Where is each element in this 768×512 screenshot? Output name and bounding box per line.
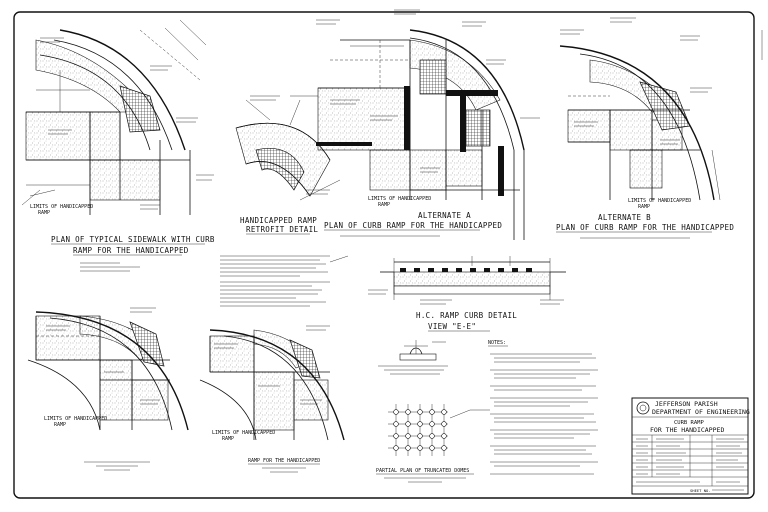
- title-retrofit-line2: RETROFIT DETAIL: [246, 225, 318, 234]
- ramp-word-3: RAMP: [638, 204, 650, 210]
- ramp-word-5: RAMP: [222, 436, 234, 442]
- detail-alternate-b: LIMITS OF HANDICAPPED RAMP ALTERNATE B P…: [556, 17, 734, 239]
- detail-lower-center-ramp: LIMITS OF HANDICAPPED RAMP RAMP FOR THE …: [199, 325, 345, 473]
- title-alt-a-line2: PLAN OF CURB RAMP FOR THE HANDICAPPED: [324, 221, 502, 230]
- title-partial-plan: PARTIAL PLAN OF TRUNCATED DOMES: [376, 468, 469, 474]
- tb-agency-line2: DEPARTMENT OF ENGINEERING: [652, 408, 750, 416]
- parish-seal: [636, 401, 650, 415]
- detail-typical-sidewalk: LIMITS OF HANDICAPPED RAMP PLAN OF TYPIC…: [21, 19, 215, 272]
- title-alt-a-line1: ALTERNATE A: [418, 211, 471, 220]
- sheet-border: [13, 11, 755, 499]
- title-lower-center: RAMP FOR THE HANDICAPPED: [248, 458, 320, 464]
- detail-retrofit: HANDICAPPED RAMP RETROFIT DETAIL: [235, 95, 331, 235]
- title-block: JEFFERSON PARISH DEPARTMENT OF ENGINEERI…: [631, 397, 750, 495]
- detail-truncated-dome-section: [378, 340, 448, 375]
- detail-lower-left-ramp: LIMITS OF HANDICAPPED RAMP: [27, 307, 189, 471]
- title-retrofit-line1: HANDICAPPED RAMP: [240, 216, 317, 225]
- ramp-word-4: RAMP: [54, 422, 66, 428]
- notes-heading: NOTES:: [488, 340, 506, 346]
- title-alt-b-line1: ALTERNATE B: [598, 213, 651, 222]
- title-typical-line1: PLAN OF TYPICAL SIDEWALK WITH CURB: [51, 235, 215, 244]
- title-hc-detail-line1: H.C. RAMP CURB DETAIL: [416, 311, 517, 320]
- limits-label-1: LIMITS OF HANDICAPPED: [30, 204, 93, 210]
- general-notes: NOTES:: [488, 340, 598, 475]
- limits-label-5: LIMITS OF HANDICAPPED: [212, 430, 275, 436]
- limits-label-3: LIMITS OF HANDICAPPED: [628, 198, 691, 204]
- tb-subtitle: CURB RAMP: [674, 420, 704, 426]
- tb-drawing-title: FOR THE HANDICAPPED: [650, 426, 724, 434]
- ramp-word-2: RAMP: [378, 202, 390, 208]
- title-alt-b-line2: PLAN OF CURB RAMP FOR THE HANDICAPPED: [556, 223, 734, 232]
- limits-label-4: LIMITS OF HANDICAPPED: [44, 416, 107, 422]
- detail-partial-plan-domes: PARTIAL PLAN OF TRUNCATED DOMES: [376, 404, 490, 483]
- title-hc-detail-line2: VIEW "E-E": [428, 322, 476, 331]
- tb-sheet-label: SHEET NO.: [690, 488, 711, 493]
- detail-alternate-a: LIMITS OF HANDICAPPED RAMP ALTERNATE A P…: [299, 9, 540, 240]
- limits-label-2: LIMITS OF HANDICAPPED: [368, 196, 431, 202]
- tb-agency-line1: JEFFERSON PARISH: [655, 400, 718, 408]
- detail-hc-ramp-curb: H.C. RAMP CURB DETAIL VIEW "E-E": [368, 256, 566, 332]
- title-typical-line2: RAMP FOR THE HANDICAPPED: [73, 246, 189, 255]
- retrofit-note-paragraph: [220, 255, 349, 307]
- ramp-word-1: RAMP: [38, 210, 50, 216]
